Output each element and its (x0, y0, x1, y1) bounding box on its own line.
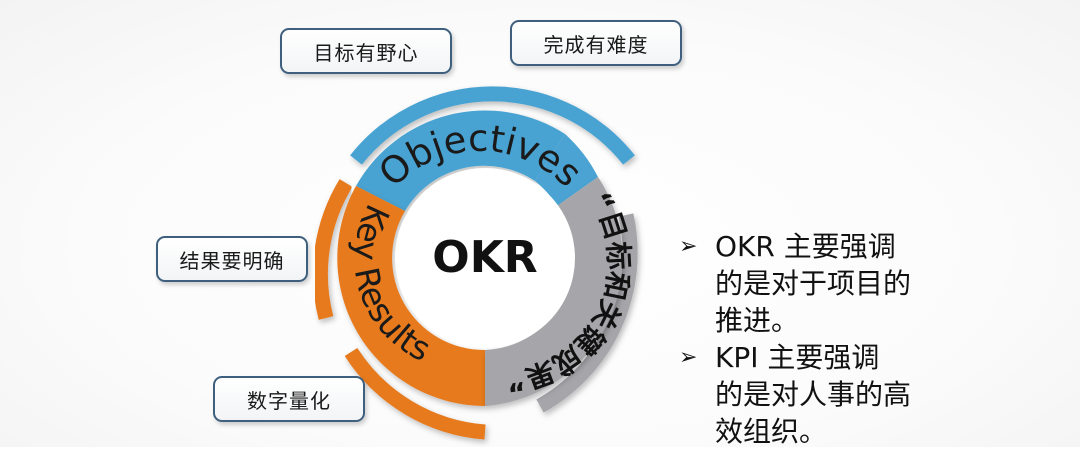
ring-segment-key-results (337, 186, 485, 406)
note-okr-line3: 推进。 (715, 304, 800, 337)
tag-ambitious-goal: 目标有野心 (280, 28, 452, 74)
outer-arc-gray (536, 213, 638, 413)
tag-clear-results: 结果要明确 (156, 236, 308, 282)
outer-arc-blue (350, 86, 635, 165)
arrow-bullet-icon: ➢ (679, 345, 698, 370)
notes-list: ➢ OKR 主要强调 的是对于项目的 推进。 ➢ KPI 主要强调 的是对人事的… (679, 228, 939, 450)
ring-segment-objectives (356, 110, 565, 211)
ring-segment-quote (485, 177, 623, 406)
note-kpi-line1: KPI 主要强调 (715, 341, 880, 374)
outer-arc-orange-upper (312, 179, 353, 320)
note-kpi-line3: 效组织。 (715, 415, 828, 448)
note-okr-line2: 的是对于项目的 (715, 267, 912, 300)
outer-arc-orange-lower (344, 347, 486, 440)
center-label: OKR (432, 232, 537, 283)
center-circle (395, 168, 575, 348)
ring-segment-objectives-right (535, 134, 598, 206)
tag-difficult-completion: 完成有难度 (510, 20, 682, 66)
note-okr: ➢ OKR 主要强调 的是对于项目的 推进。 (679, 228, 939, 339)
note-okr-line1: OKR 主要强调 (715, 230, 896, 263)
arrow-bullet-icon: ➢ (679, 234, 698, 259)
note-kpi-line2: 的是对人事的高 (715, 378, 912, 411)
note-kpi: ➢ KPI 主要强调 的是对人事的高 效组织。 (679, 339, 939, 450)
tag-quantified: 数字量化 (213, 376, 365, 422)
